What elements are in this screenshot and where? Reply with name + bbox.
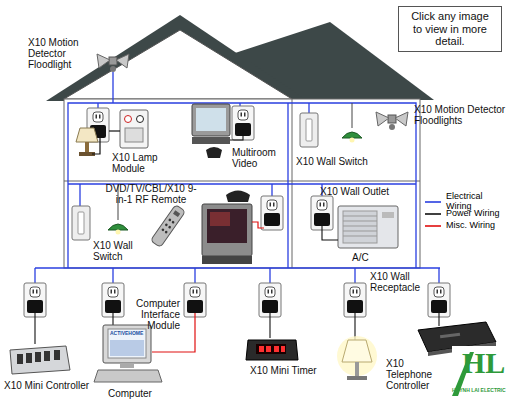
node-text: Click any image to view in more detail. (407, 10, 493, 48)
legend-line (424, 223, 442, 229)
legend: Electrical WiringPower WiringMisc. Wirin… (424, 196, 507, 232)
legend-text: Power Wiring (446, 209, 500, 219)
device-label: X10 Wall Switch (93, 240, 141, 262)
screen-text: ACTIVEHOME (110, 331, 146, 337)
device-label: Computer Interface Module (128, 298, 180, 332)
roof (46, 15, 434, 101)
device-label: A/C (352, 252, 382, 263)
floodlight-left (97, 54, 129, 72)
air-conditioner (322, 206, 398, 248)
power-cord (230, 129, 243, 140)
floodlight-right (376, 112, 408, 130)
mini-controller (10, 346, 70, 374)
house-walls (64, 99, 420, 268)
lamp (337, 336, 377, 380)
computer (94, 325, 162, 382)
device-label: Computer (108, 388, 162, 399)
logo-mark: HL (462, 346, 506, 380)
pendant-lamp (108, 224, 128, 235)
device-label: Multiroom Video (232, 147, 286, 169)
legend-line (424, 199, 442, 205)
device-label: X10 Mini Timer (250, 365, 330, 376)
power-cords (35, 313, 439, 344)
legend-row: Electrical Wiring (424, 196, 507, 208)
device-label: X10 Lamp Module (112, 152, 164, 174)
device-label: X10 Motion Detector Floodlights (414, 104, 507, 126)
note-box: Click any image to view in more detail. (398, 6, 502, 52)
pendant-lamp (342, 132, 362, 143)
upper-wall-switch (300, 113, 318, 147)
rf-remote (150, 205, 185, 248)
table-lamp (76, 128, 100, 156)
mini-timer (246, 340, 298, 360)
device-label: X10 Wall Switch (296, 156, 376, 167)
logo-text: HUYNH LAI ELECTRIC (452, 388, 507, 394)
legend-text: Misc. Wiring (446, 221, 495, 231)
device-label: X10 Wall Outlet (320, 186, 400, 197)
device-label: X10 Mini Controller (4, 380, 104, 391)
legend-line (424, 211, 442, 217)
misc-wiring (252, 222, 264, 228)
device-label: X10 Wall Receptacle (370, 271, 426, 293)
big-tv (202, 191, 252, 265)
wall-outlet (311, 196, 333, 230)
device-label: X10 Motion Detector Floodlight (28, 37, 88, 71)
legend-row: Misc. Wiring (424, 220, 507, 232)
lower-outlet (261, 196, 283, 230)
lower-wall-switch (72, 206, 90, 240)
device-label: DVD/TV/CBL/X10 9-in-1 RF Remote (104, 183, 198, 205)
multiroom-tv (192, 104, 230, 158)
lamp-module (109, 110, 148, 148)
pendant-cord (352, 103, 353, 128)
device-label: X10 Telephone Controller (386, 358, 444, 392)
electrical-wiring (35, 72, 440, 283)
legend-row: Power Wiring (424, 208, 507, 220)
